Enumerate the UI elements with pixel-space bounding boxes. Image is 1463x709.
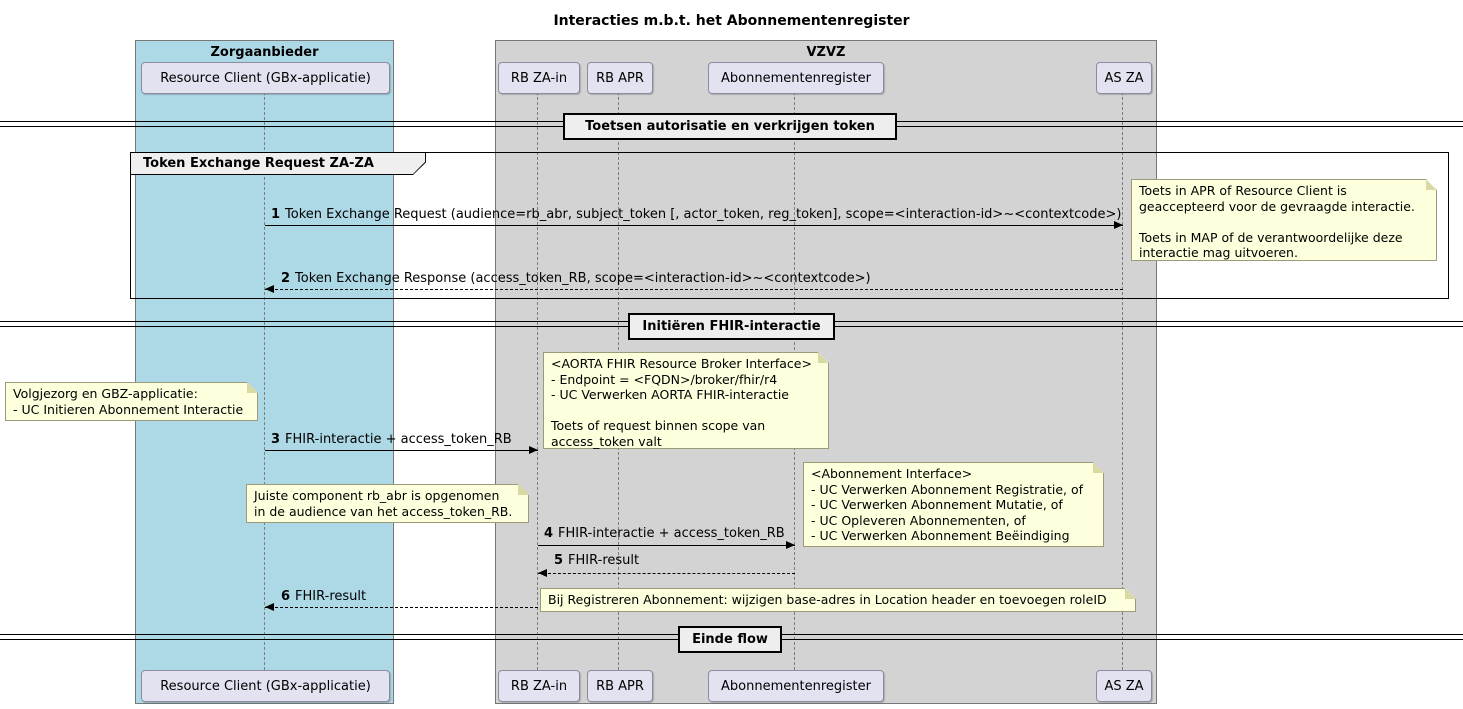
note-fold-icon — [1125, 588, 1136, 599]
message-4-line — [538, 545, 795, 546]
message-6-label: 6 FHIR-result — [281, 589, 366, 604]
note-aorta-fhir-broker-interface: <AORTA FHIR Resource Broker Interface> -… — [543, 352, 829, 449]
participant-as-za-top: AS ZA — [1096, 62, 1152, 94]
message-3-arrowhead — [529, 446, 538, 454]
participant-abonnementenregister-top: Abonnementenregister — [708, 62, 884, 94]
note-fold-icon — [518, 484, 529, 495]
note-fold-icon — [818, 352, 829, 363]
message-1-text: Token Exchange Request (audience=rb_abr,… — [285, 207, 1122, 222]
lifeline-as-za — [1122, 92, 1123, 670]
lifeline-resource-client — [264, 92, 265, 670]
message-2-arrowhead — [265, 285, 274, 293]
message-1-label: 1 Token Exchange Request (audience=rb_abr… — [271, 207, 1121, 222]
message-6-line — [265, 607, 538, 608]
message-2-label: 2 Token Exchange Response (access_token_R… — [281, 271, 871, 286]
message-1-arrowhead — [1114, 221, 1123, 229]
participant-rb-apr-top: RB APR — [587, 62, 653, 94]
message-6-number: 6 — [281, 589, 291, 604]
divider-toetsen-autorisatie: Toetsen autorisatie en verkrijgen token — [563, 113, 897, 140]
note-abonnement-interface: <Abonnement Interface> - UC Verwerken Ab… — [803, 462, 1104, 547]
lifeline-rb-za-in — [537, 92, 538, 670]
message-3-label: 3 FHIR-interactie + access_token_RB — [271, 432, 512, 447]
message-4-label: 4 FHIR-interactie + access_token_RB — [544, 526, 785, 541]
box-vzvz-label: VZVZ — [806, 45, 846, 60]
participant-abonnementenregister-bottom: Abonnementenregister — [708, 670, 884, 702]
box-zorgaanbieder-label: Zorgaanbieder — [210, 45, 319, 60]
participant-resource-client-top: Resource Client (GBx-applicatie) — [141, 62, 390, 94]
note-fold-icon — [247, 382, 258, 393]
divider-einde-flow: Einde flow — [678, 626, 782, 653]
message-2-line — [265, 289, 1123, 290]
message-2-number: 2 — [281, 271, 291, 286]
diagram-title: Interacties m.b.t. het Abonnementenregis… — [553, 13, 910, 29]
message-4-text: FHIR-interactie + access_token_RB — [558, 526, 785, 541]
message-5-label: 5 FHIR-result — [554, 553, 639, 568]
participant-rb-za-in-bottom: RB ZA-in — [498, 670, 580, 702]
group-frame-token-exchange — [130, 152, 1449, 299]
message-4-arrowhead — [786, 541, 795, 549]
note-juiste-component: Juiste component rb_abr is opgenomen in … — [246, 484, 529, 523]
message-3-number: 3 — [271, 432, 281, 447]
participant-as-za-bottom: AS ZA — [1096, 670, 1152, 702]
note-fold-icon — [1093, 462, 1104, 473]
message-5-number: 5 — [554, 553, 564, 568]
note-bij-registreren: Bij Registreren Abonnement: wijzigen bas… — [540, 588, 1136, 612]
message-1-line — [265, 225, 1123, 226]
message-6-text: FHIR-result — [295, 589, 367, 604]
divider-initieren-fhir: Initiëren FHIR-interactie — [628, 313, 835, 340]
message-6-arrowhead — [265, 603, 274, 611]
message-1-number: 1 — [271, 207, 281, 222]
message-5-arrowhead — [538, 569, 547, 577]
participant-rb-apr-bottom: RB APR — [587, 670, 653, 702]
note-volgjezorg-gbz: Volgjezorg en GBZ-applicatie: - UC Initi… — [5, 382, 258, 421]
message-5-text: FHIR-result — [568, 553, 640, 568]
message-4-number: 4 — [544, 526, 554, 541]
participant-rb-za-in-top: RB ZA-in — [498, 62, 580, 94]
message-2-text: Token Exchange Response (access_token_RB… — [295, 271, 871, 286]
group-tab-label: Token Exchange Request ZA-ZA — [131, 153, 425, 174]
message-5-line — [538, 573, 795, 574]
participant-resource-client-bottom: Resource Client (GBx-applicatie) — [141, 670, 390, 702]
note-fold-icon — [1426, 179, 1437, 190]
message-3-line — [265, 450, 538, 451]
note-toets-apr-map: Toets in APR of Resource Client is geacc… — [1131, 179, 1437, 261]
message-3-text: FHIR-interactie + access_token_RB — [285, 432, 512, 447]
